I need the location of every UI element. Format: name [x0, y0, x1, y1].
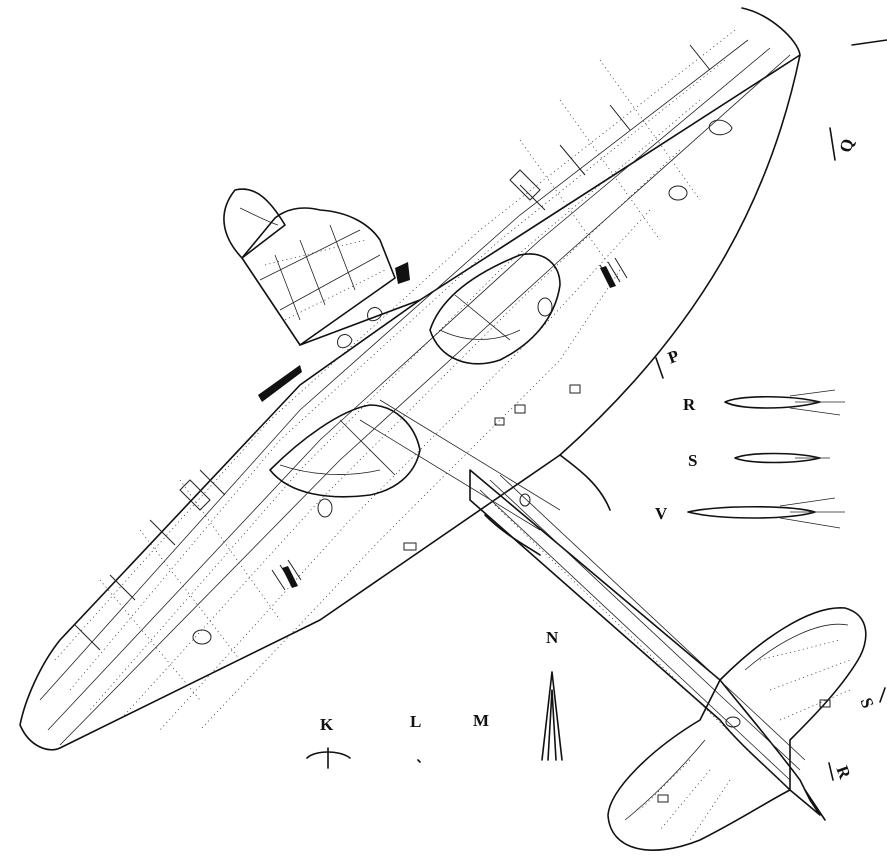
- label-k: K: [320, 715, 334, 734]
- section-profiles: [687, 389, 845, 529]
- label-m: M: [473, 711, 489, 730]
- label-q: Q: [836, 137, 858, 155]
- wing-planform: [19, 7, 801, 751]
- section-markers: [655, 39, 887, 781]
- fuselage: [469, 454, 826, 821]
- label-s-tail: S: [857, 695, 878, 710]
- tailplane: [607, 607, 867, 851]
- label-n: N: [546, 628, 559, 647]
- label-r-tail: R: [833, 763, 855, 782]
- label-r-profile: R: [683, 395, 696, 414]
- nose-section: [223, 188, 421, 402]
- label-p: P: [665, 346, 681, 367]
- legend-symbols: [306, 671, 563, 769]
- label-v-profile: V: [655, 504, 668, 523]
- center-section: [269, 253, 581, 551]
- label-s-profile: S: [688, 451, 697, 470]
- label-l: L: [410, 712, 421, 731]
